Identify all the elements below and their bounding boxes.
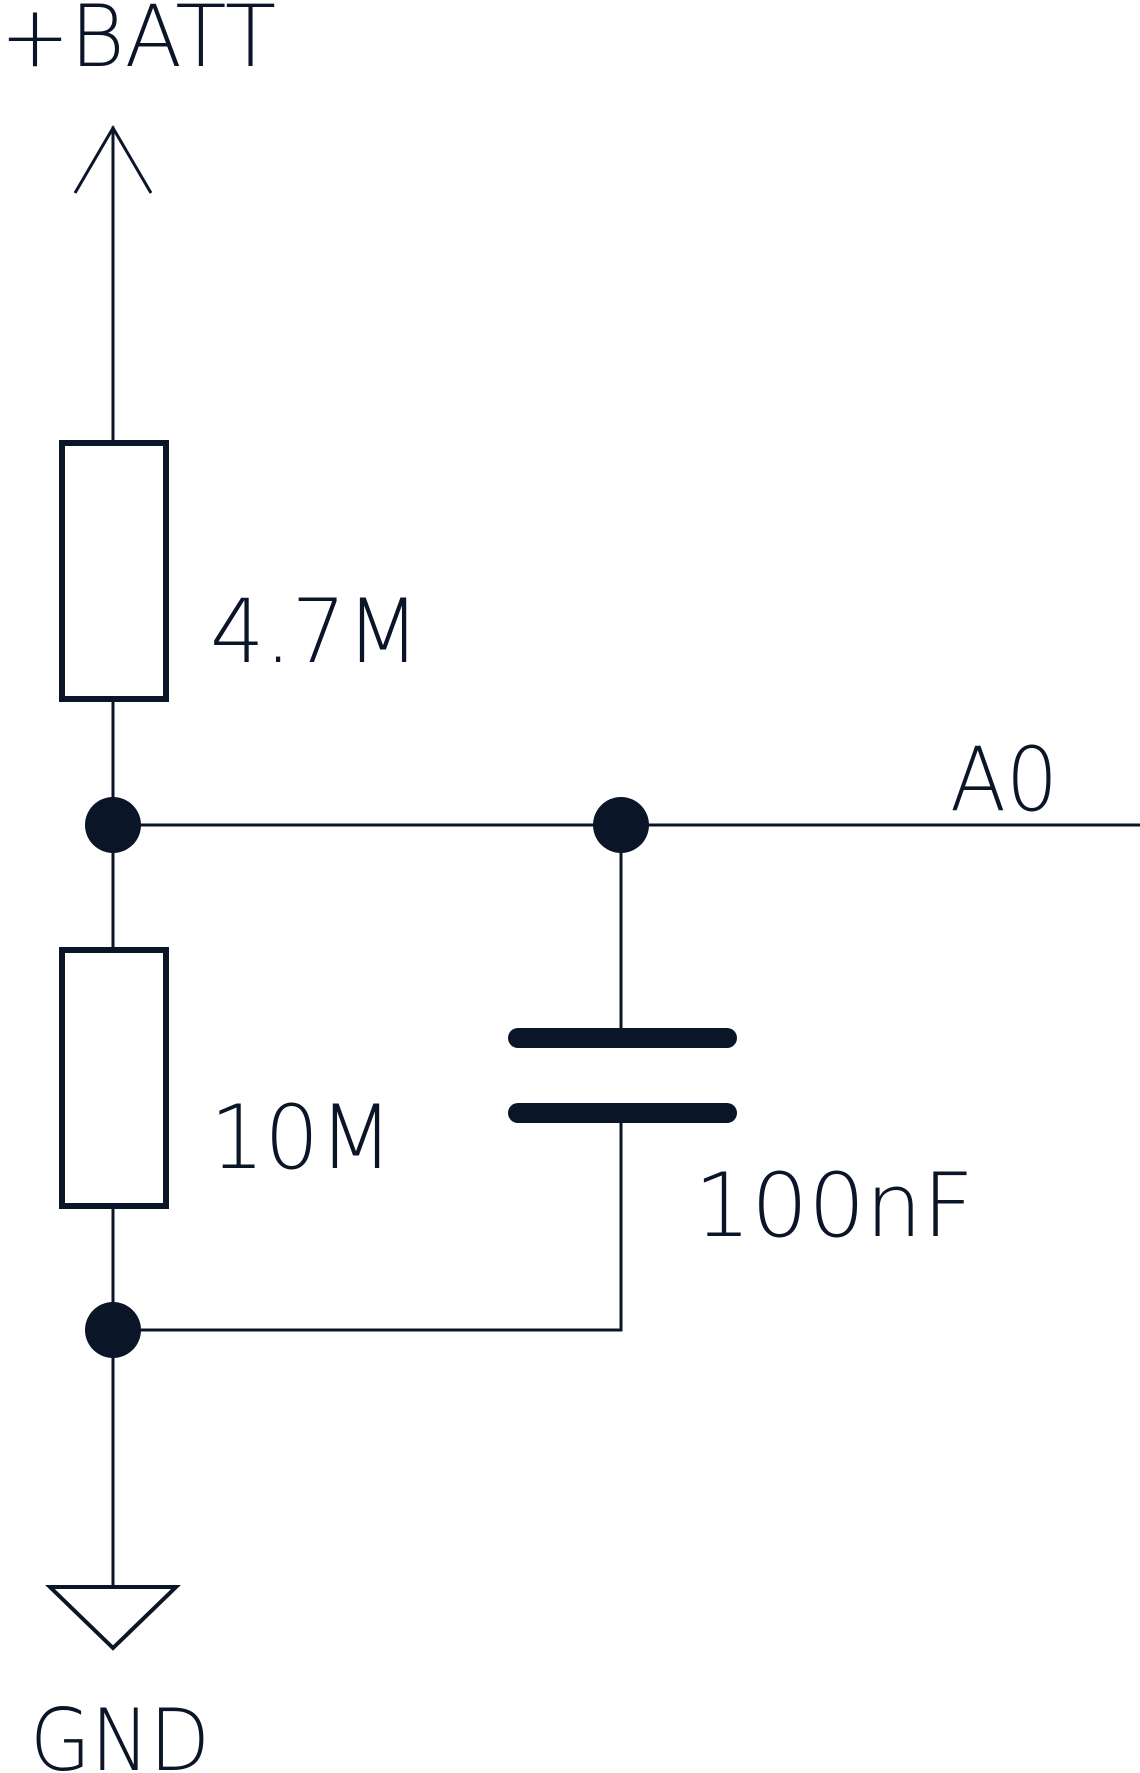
ground-label: GND — [30, 1691, 210, 1773]
power-arrow-symbol — [73, 125, 153, 445]
resistor-bottom-value-label: 10M — [210, 1086, 393, 1189]
junction-dot-ground — [85, 1302, 141, 1358]
capacitor-value-label: 100nF — [694, 1154, 974, 1257]
resistor-bottom-body — [59, 947, 169, 1209]
output-net-label: A0 — [950, 728, 1058, 831]
ground-triangle-symbol — [45, 1585, 181, 1651]
junction-dot-capacitor — [593, 797, 649, 853]
power-label: +BATT — [0, 0, 276, 87]
junction-dot-divider — [85, 797, 141, 853]
resistor-top-body — [59, 440, 169, 702]
power-arrow-head — [73, 125, 153, 194]
resistor-top-value-label: 4.7M — [210, 580, 420, 683]
